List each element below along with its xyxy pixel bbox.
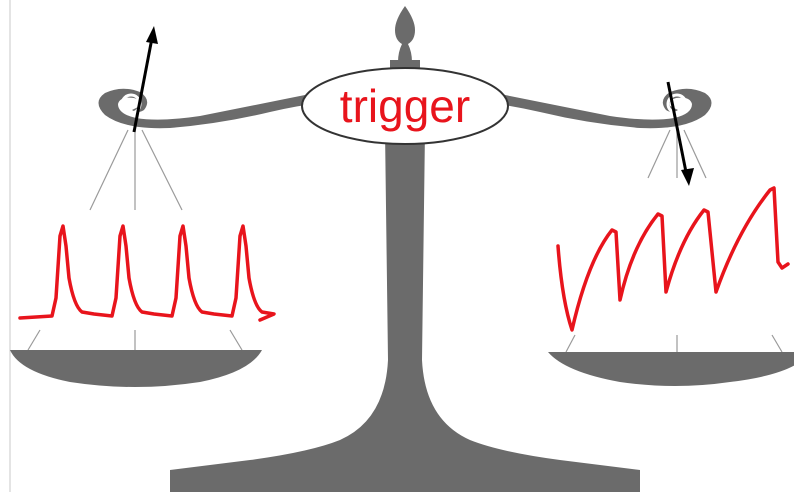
left-pan [10,350,262,387]
right-trace-sawtooth [556,186,790,332]
scale-finial [395,6,415,62]
scale-column [170,130,640,492]
left-hanger-strings [27,129,243,351]
left-up-arrow [132,26,158,133]
left-trace-spikes [18,224,276,322]
right-pan [548,352,794,386]
trigger-label-text: trigger [340,80,470,132]
trigger-label-ellipse [301,67,509,145]
trigger-label: trigger [301,67,509,145]
right-down-arrow [666,81,694,186]
right-pivot-ring [666,93,688,115]
right-hanger-strings [565,129,783,353]
